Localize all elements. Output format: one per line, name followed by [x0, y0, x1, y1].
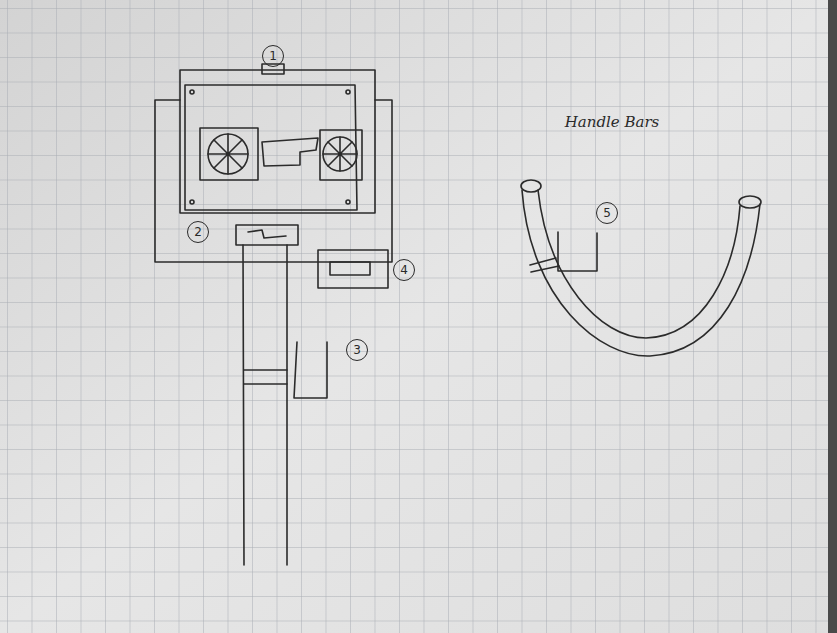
handlebar-end: [739, 196, 761, 208]
mount-clamp: [236, 225, 298, 245]
mount-slot: [248, 230, 286, 238]
fan: [208, 134, 248, 174]
top-switch: [262, 64, 284, 74]
leader-bracket: [558, 232, 597, 271]
page-edge: [828, 0, 837, 633]
callout-number: 2: [187, 221, 209, 243]
handlebar-end: [521, 180, 541, 192]
screw: [346, 200, 350, 204]
screw: [190, 90, 194, 94]
callout-number: 3: [346, 339, 368, 361]
callout-number: 1: [262, 45, 284, 67]
side-box: [318, 250, 388, 288]
part-name: Handle Bars: [565, 113, 660, 131]
front-panel: [180, 70, 375, 213]
fan-housing: [320, 130, 362, 180]
callout-number: 5: [596, 202, 618, 224]
handlebar-inner: [538, 190, 740, 338]
handlebar-outer: [522, 190, 760, 356]
handlebar-band: [530, 258, 559, 272]
screw: [190, 200, 194, 204]
fan: [323, 137, 357, 171]
fan-housing: [200, 128, 258, 180]
fan-blades: [208, 134, 248, 174]
pole: [243, 245, 287, 565]
callout-number: 4: [393, 259, 415, 281]
screen-outline: [185, 85, 357, 210]
side-box-slot: [330, 262, 370, 275]
fan-blades: [323, 137, 357, 171]
handlebar-sketch: [521, 180, 761, 356]
pole-band: [244, 370, 287, 384]
screw: [346, 90, 350, 94]
centre-slot: [262, 138, 318, 166]
device-sketch: [155, 64, 392, 565]
leader-bracket: [294, 342, 327, 398]
